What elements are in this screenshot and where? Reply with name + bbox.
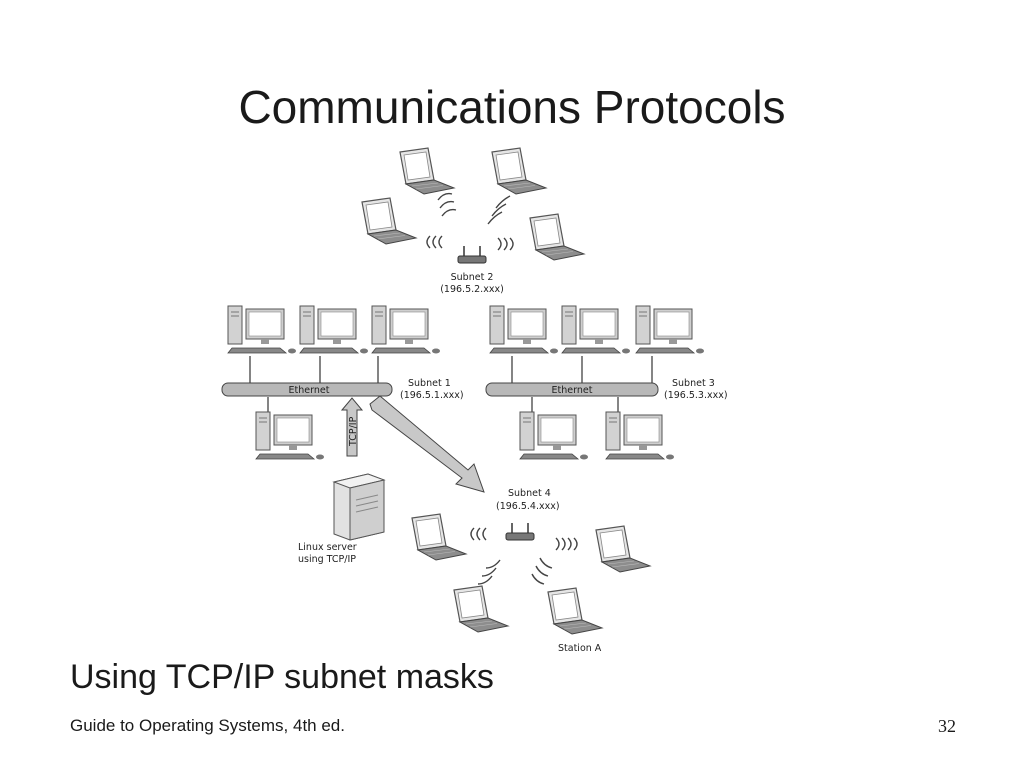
desktop-computer-icon: [635, 305, 705, 354]
ethernet-label: Ethernet: [552, 385, 593, 396]
subnet1-address: (196.5.1.xxx): [400, 390, 464, 401]
tcpip-link: TCP/IP: [340, 397, 364, 457]
wireless-waves: [426, 192, 514, 251]
laptop-icon: [595, 525, 651, 573]
wireless-router-icon: [457, 245, 487, 264]
slide-title: Communications Protocols: [238, 81, 786, 133]
wireless-waves: [470, 527, 578, 585]
laptop-icon: [529, 213, 585, 261]
laptop-icon: [361, 197, 417, 245]
subnet3-name: Subnet 3: [672, 378, 715, 389]
diagonal-arrow: [369, 395, 485, 493]
desktop-computer-icon: [561, 305, 631, 354]
laptop-icon: [411, 513, 467, 561]
laptop-icon: [547, 587, 603, 635]
desktop-computer-icon: [605, 411, 675, 460]
desktop-computer-icon: [299, 305, 369, 354]
server-icon: [332, 473, 386, 541]
subnet1-name: Subnet 1: [408, 378, 451, 389]
subnet2-group: Subnet 2 (196.5.2.xxx): [361, 147, 585, 295]
station-a-label: Station A: [558, 643, 602, 654]
slide-caption: Using TCP/IP subnet masks: [70, 658, 494, 696]
ethernet-label: Ethernet: [289, 385, 330, 396]
server-label-line1: Linux server: [298, 542, 357, 553]
wireless-router-icon: [505, 522, 535, 541]
subnet4-address: (196.5.4.xxx): [496, 501, 560, 512]
subnet3-address: (196.5.3.xxx): [664, 390, 728, 401]
subnet4-name: Subnet 4: [508, 488, 551, 499]
subnet4-group: Subnet 4 (196.5.4.xxx) Station A: [411, 488, 651, 654]
laptop-icon: [453, 585, 509, 633]
desktop-computer-icon: [489, 305, 559, 354]
subnet2-address: (196.5.2.xxx): [440, 284, 504, 295]
subnet1-group: Ethernet Subnet 1 (196.5.1.xxx): [221, 305, 464, 460]
laptop-icon: [491, 147, 547, 195]
server-label-line2: using TCP/IP: [298, 554, 356, 565]
subnet3-group: Ethernet Subnet 3 (196.5.3.xxx): [485, 305, 728, 460]
desktop-computer-icon: [371, 305, 441, 354]
footer-source: Guide to Operating Systems, 4th ed.: [70, 716, 345, 735]
laptop-icon: [399, 147, 455, 195]
page-number: 32: [938, 716, 956, 736]
desktop-computer-icon: [227, 305, 297, 354]
ethernet-bus: [221, 382, 393, 397]
desktop-computer-icon: [255, 411, 325, 460]
desktop-computer-icon: [519, 411, 589, 460]
subnet2-name: Subnet 2: [451, 272, 494, 283]
ethernet-bus: [485, 382, 659, 397]
tcpip-label: TCP/IP: [348, 416, 359, 447]
